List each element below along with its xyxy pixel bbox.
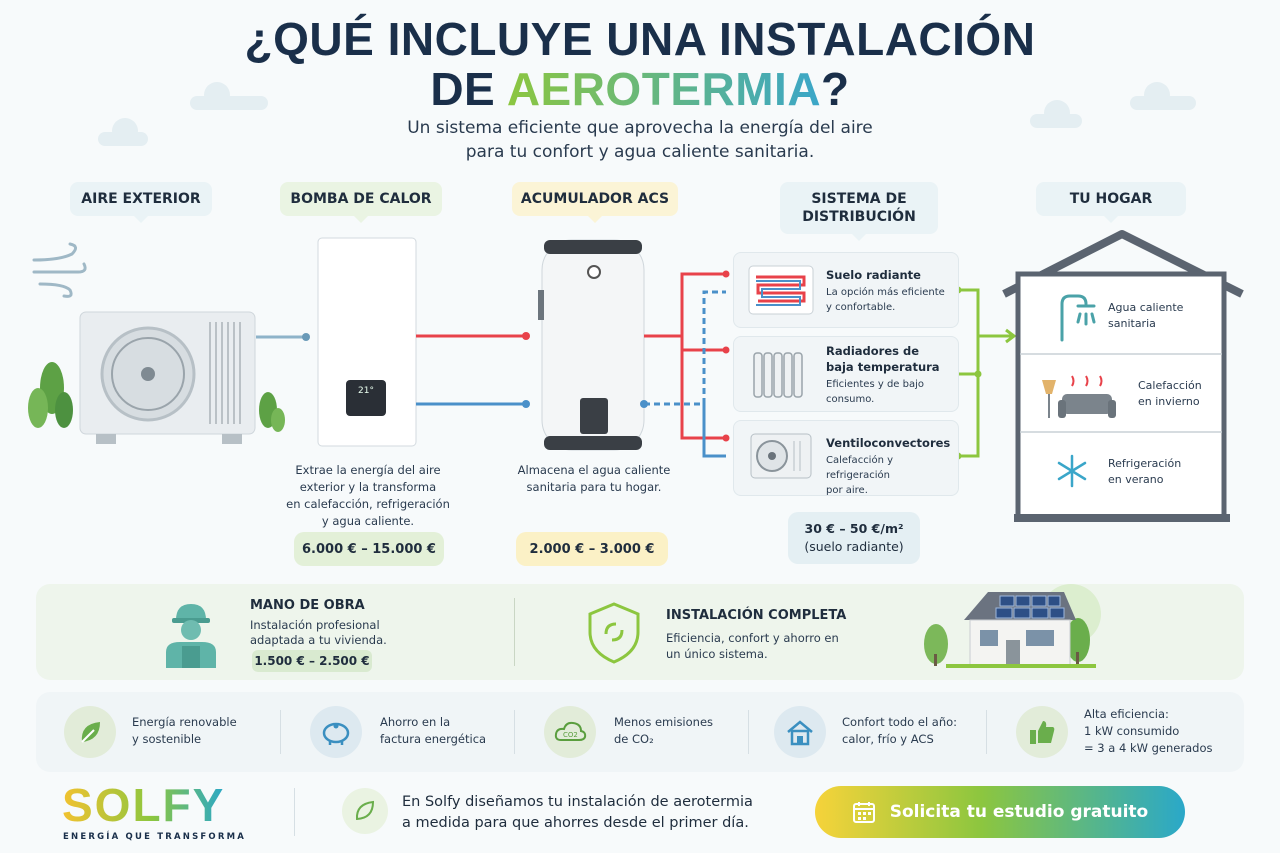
footer-divider	[294, 788, 295, 836]
plant-icon	[28, 362, 285, 432]
stage-label-acumulador: ACUMULADOR ACS	[512, 182, 678, 223]
lamp-icon	[1042, 380, 1056, 418]
worker-icon	[166, 604, 216, 668]
dist-card-suelo-radiante: Suelo radiante La opción más eficiente y…	[733, 252, 959, 328]
dist-desc: Eficientes y de bajo consumo.	[826, 379, 924, 405]
acs-tank	[538, 239, 645, 451]
labor-title: MANO DE OBRA	[250, 598, 365, 613]
leaf-icon	[355, 800, 375, 821]
cloud-icon	[1130, 82, 1196, 110]
shower-icon	[1060, 294, 1096, 342]
piggy-bank-icon	[322, 722, 350, 745]
labor-price: 1.500 € – 2.500 €	[252, 650, 372, 672]
radiator-icon	[753, 352, 803, 398]
cloud-icon	[190, 82, 268, 110]
pipes-distribution	[640, 270, 730, 458]
stage-label-aire: AIRE EXTERIOR	[70, 182, 212, 223]
system-diagram	[28, 230, 1244, 522]
shield-icon	[588, 602, 640, 664]
benefit-divider	[748, 710, 749, 754]
dist-desc: La opción más eficiente y confortable.	[826, 287, 945, 313]
stage-label-hogar: TU HOGAR	[1036, 182, 1186, 223]
footer-leaf-circle	[342, 788, 388, 834]
fan-coil-icon	[750, 433, 812, 479]
dist-title: Suelo radiante	[826, 268, 921, 282]
house-icon	[787, 720, 813, 746]
benefit-icon-circle	[310, 706, 362, 758]
co2-cloud-icon: CO2	[554, 721, 587, 741]
sofa-icon	[1058, 375, 1116, 418]
complete-title: INSTALACIÓN COMPLETA	[666, 608, 847, 623]
stage-label-bomba: BOMBA DE CALOR	[280, 182, 442, 223]
cloud-icon	[1030, 100, 1082, 128]
pipes-hot-cold	[416, 332, 530, 408]
subtitle: Un sistema eficiente que aprovecha la en…	[407, 118, 873, 162]
dist-card-radiadores: Radiadores de baja temperatura Eficiente…	[733, 336, 959, 412]
thumbs-up-icon	[1030, 721, 1055, 744]
dist-title: Ventiloconvectores	[826, 436, 951, 450]
wind-icon	[32, 242, 87, 298]
dist-card-ventiloconvectores: Ventiloconvectores Calefacción y refrige…	[733, 420, 959, 496]
dist-title: Radiadores de baja temperatura	[826, 344, 940, 374]
calendar-icon	[852, 802, 875, 823]
cta-button[interactable]: Solicita tu estudio gratuito	[815, 786, 1185, 838]
benefit-icon-circle: CO2	[544, 706, 596, 758]
outdoor-unit	[79, 311, 256, 444]
benefit-confort: Confort todo el año:calor, frío y ACS	[842, 715, 958, 746]
benefit-icon-circle	[64, 706, 116, 758]
acumulador-description: Almacena el agua caliente sanitaria para…	[517, 463, 671, 494]
cta-label: Solicita tu estudio gratuito	[889, 802, 1149, 822]
title-highlight: AEROTERMIA	[506, 63, 822, 115]
leaf-icon	[81, 722, 100, 743]
page-title-line2: DE AEROTERMIA?	[430, 63, 850, 115]
benefit-divider	[986, 710, 987, 754]
dist-desc: Calefacción y refrigeración por aire.	[826, 455, 894, 496]
panel-divider	[514, 598, 515, 666]
benefit-icon-circle	[1016, 706, 1068, 758]
svg-text:CO2: CO2	[563, 731, 578, 739]
distribucion-price: 30 € – 50 €/m² (suelo radiante)	[788, 512, 920, 564]
home-diagram	[1002, 230, 1244, 522]
benefit-eficiencia: Alta eficiencia:1 kW consumido= 3 a 4 kW…	[1084, 707, 1213, 755]
connector-home	[954, 286, 1017, 460]
footer-message: En Solfy diseñamos tu instalación de aer…	[402, 794, 753, 831]
snowflake-icon	[1057, 454, 1087, 488]
heat-pump-display: 21°	[358, 386, 374, 396]
bomba-price: 6.000 € – 15.000 €	[294, 532, 444, 566]
heat-pump-unit	[317, 237, 417, 447]
brand-tagline: ENERGÍA QUE TRANSFORMA	[63, 832, 247, 842]
cloud-icon	[98, 118, 148, 146]
solar-house-illustration	[924, 584, 1101, 668]
brand-logo: SOLFY	[62, 779, 226, 831]
acumulador-price: 2.000 € – 3.000 €	[516, 532, 668, 566]
stage-label-distribucion: SISTEMA DE DISTRIBUCIÓN	[780, 182, 938, 241]
benefit-divider	[514, 710, 515, 754]
floor-heating-icon	[748, 265, 814, 315]
bomba-description: Extrae la energía del aire exterior y la…	[286, 463, 450, 528]
page-title-line1: ¿QUÉ INCLUYE UNA INSTALACIÓN	[244, 13, 1036, 65]
benefit-icon-circle	[774, 706, 826, 758]
connector-air	[256, 333, 310, 341]
benefit-divider	[280, 710, 281, 754]
